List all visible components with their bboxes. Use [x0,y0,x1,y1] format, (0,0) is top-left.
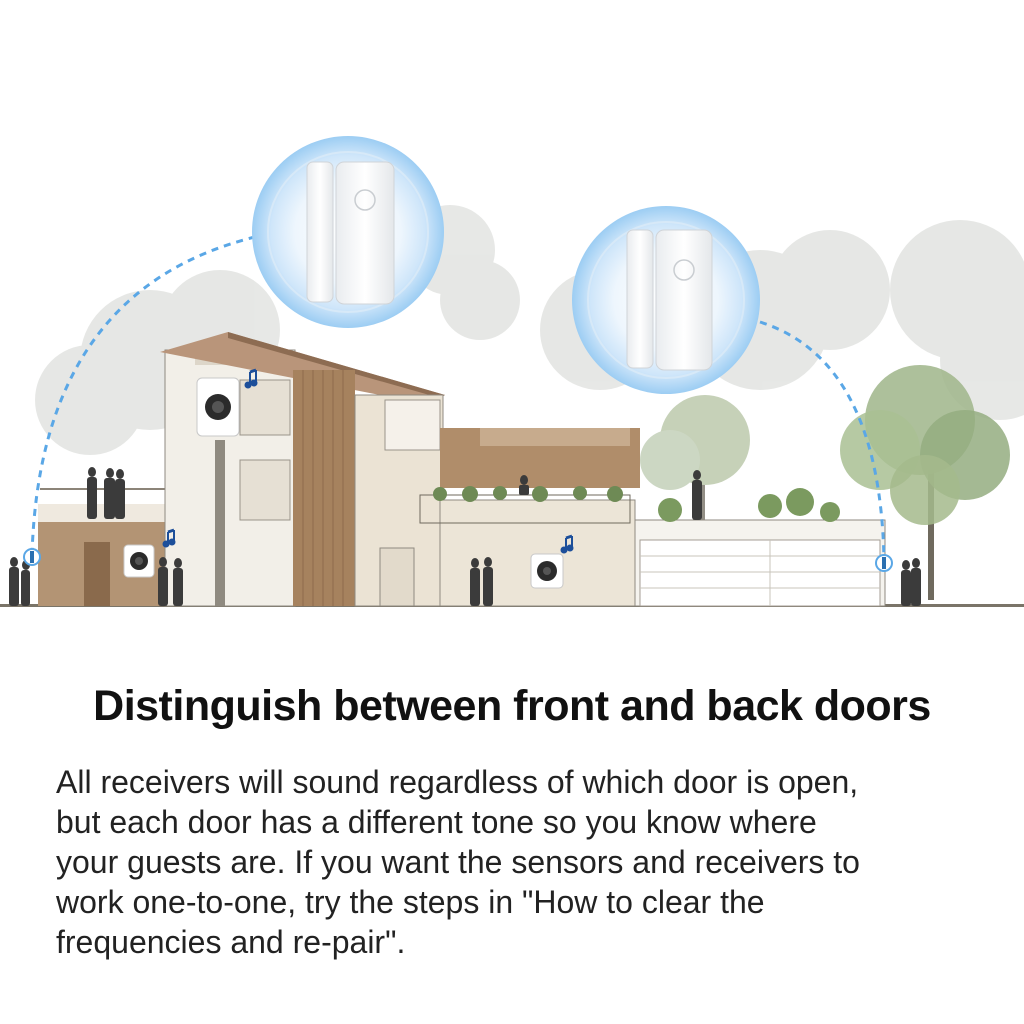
terrace-plants [433,486,623,502]
people [9,467,921,606]
tree-middle [640,395,750,530]
tree-right [840,365,1010,600]
music-note-icon [244,368,258,389]
music-note-icon [162,528,176,548]
description: All receivers will sound regardless of w… [56,762,986,962]
house-illustration [0,136,1024,607]
doorbell-receiver-icon [530,553,564,589]
signal-line-right [759,320,886,561]
doorbell-receiver-icon [123,544,155,578]
headline: Distinguish between front and back doors [93,682,931,730]
description-line: but each door has a different tone so yo… [56,804,817,840]
door-marker-left [23,548,41,566]
description-line: your guests are. If you want the sensors… [56,844,860,880]
music-note-icon [560,534,574,554]
doorbell-receiver-icon [196,377,240,437]
signal-line-left [30,235,256,556]
door-sensor-icon [252,136,444,328]
description-line: frequencies and re-pair". [56,924,406,960]
door-marker-right [875,554,893,572]
door-sensor-icon [572,206,760,394]
description-line: All receivers will sound regardless of w… [56,764,859,800]
description-line: work one-to-one, try the steps in "How t… [56,884,765,920]
